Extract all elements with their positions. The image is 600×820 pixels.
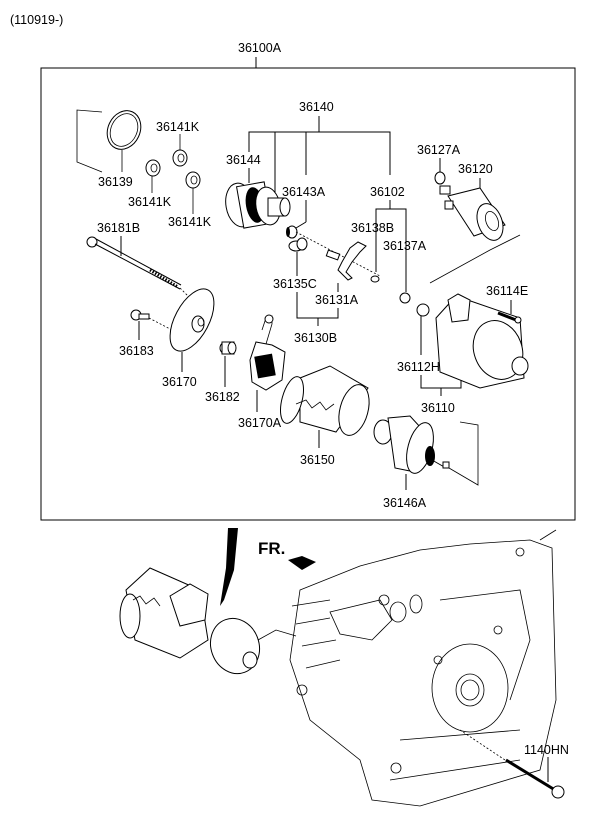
label-36120: 36120 [458,162,493,176]
label-36181B: 36181B [97,221,140,235]
part-36135C-collar[interactable] [288,237,308,252]
label-36143A: 36143A [282,185,326,199]
part-36150-yoke[interactable] [276,365,374,439]
label-36131A: 36131A [315,293,359,307]
label-36127A: 36127A [417,143,461,157]
part-36138B-pin[interactable] [370,275,380,283]
part-36141K-roller-low[interactable] [185,171,201,189]
part-36170A-brush-holder[interactable] [249,314,286,391]
label-36135C-text: 36135C [273,277,317,291]
bracket-36140 [248,131,391,175]
axis-line-1140HN [459,729,506,761]
label-36146A: 36146A [383,496,427,510]
starter-mount-line [257,629,297,641]
installed-starter-motor[interactable] [119,567,267,681]
label-1140HN: 1140HN [524,743,569,757]
part-36144-overrunning-clutch[interactable] [222,181,291,229]
date-code-label: (110919-) [10,13,63,27]
part-36120-solenoid[interactable] [439,185,508,244]
label-36141K-mid: 36141K [128,195,172,209]
part-36146A-armature[interactable] [373,415,450,476]
part-36112H-bush[interactable] [416,303,430,317]
part-36181B-through-bolt[interactable] [86,236,182,290]
label-36130B: 36130B [294,331,337,345]
part-36141K-roller-mid[interactable] [145,159,161,177]
label-36112H: 36112H [397,360,440,374]
part-36110-starter-housing[interactable] [435,293,531,389]
part-36143A-stop-ring[interactable] [286,225,298,239]
assembly-frame [40,67,576,521]
label-36110: 36110 [421,401,455,415]
part-36141K-roller-top[interactable] [172,149,188,167]
assembly-label-36100A: 36100A [238,41,282,55]
part-36170-rear-bracket[interactable] [161,282,223,358]
part-1140HN-bolt[interactable] [505,758,565,799]
label-36139: 36139 [98,175,133,189]
bracket-36102 [375,208,407,285]
engine-block-transmission [289,529,557,807]
label-36141K-top: 36141K [156,120,200,134]
leader-36143A-b [295,221,307,229]
part-36137A-washer[interactable] [399,292,411,304]
direction-label-fr: FR. [258,539,285,558]
label-36102: 36102 [370,185,405,199]
part-36139-ring[interactable] [101,105,147,155]
leader-line-solenoid-to-starter [429,234,521,284]
label-36144: 36144 [226,153,261,167]
part-36114E-bolt[interactable] [497,311,522,324]
label-36170A: 36170A [238,416,282,430]
part-36183-screw[interactable] [130,309,150,321]
installation-swoosh-arrow [220,528,238,606]
part-36131A-lever[interactable] [325,241,367,281]
label-36140: 36140 [299,100,334,114]
label-36170: 36170 [162,375,197,389]
part-36182-bushing[interactable] [219,341,237,355]
label-36137A: 36137A [383,239,427,253]
label-36150: 36150 [300,453,335,467]
label-36183: 36183 [119,344,154,358]
part-36127A-nut[interactable] [434,171,446,185]
label-36141K-low: 36141K [168,215,212,229]
fr-direction-arrow-icon [288,556,316,570]
label-36182: 36182 [205,390,240,404]
bracket-armature-axis [448,421,479,486]
label-36114E: 36114E [486,284,528,298]
label-36138B: 36138B [351,221,394,235]
bracket-36139 [76,109,103,173]
axis-line-36183 [148,317,173,331]
